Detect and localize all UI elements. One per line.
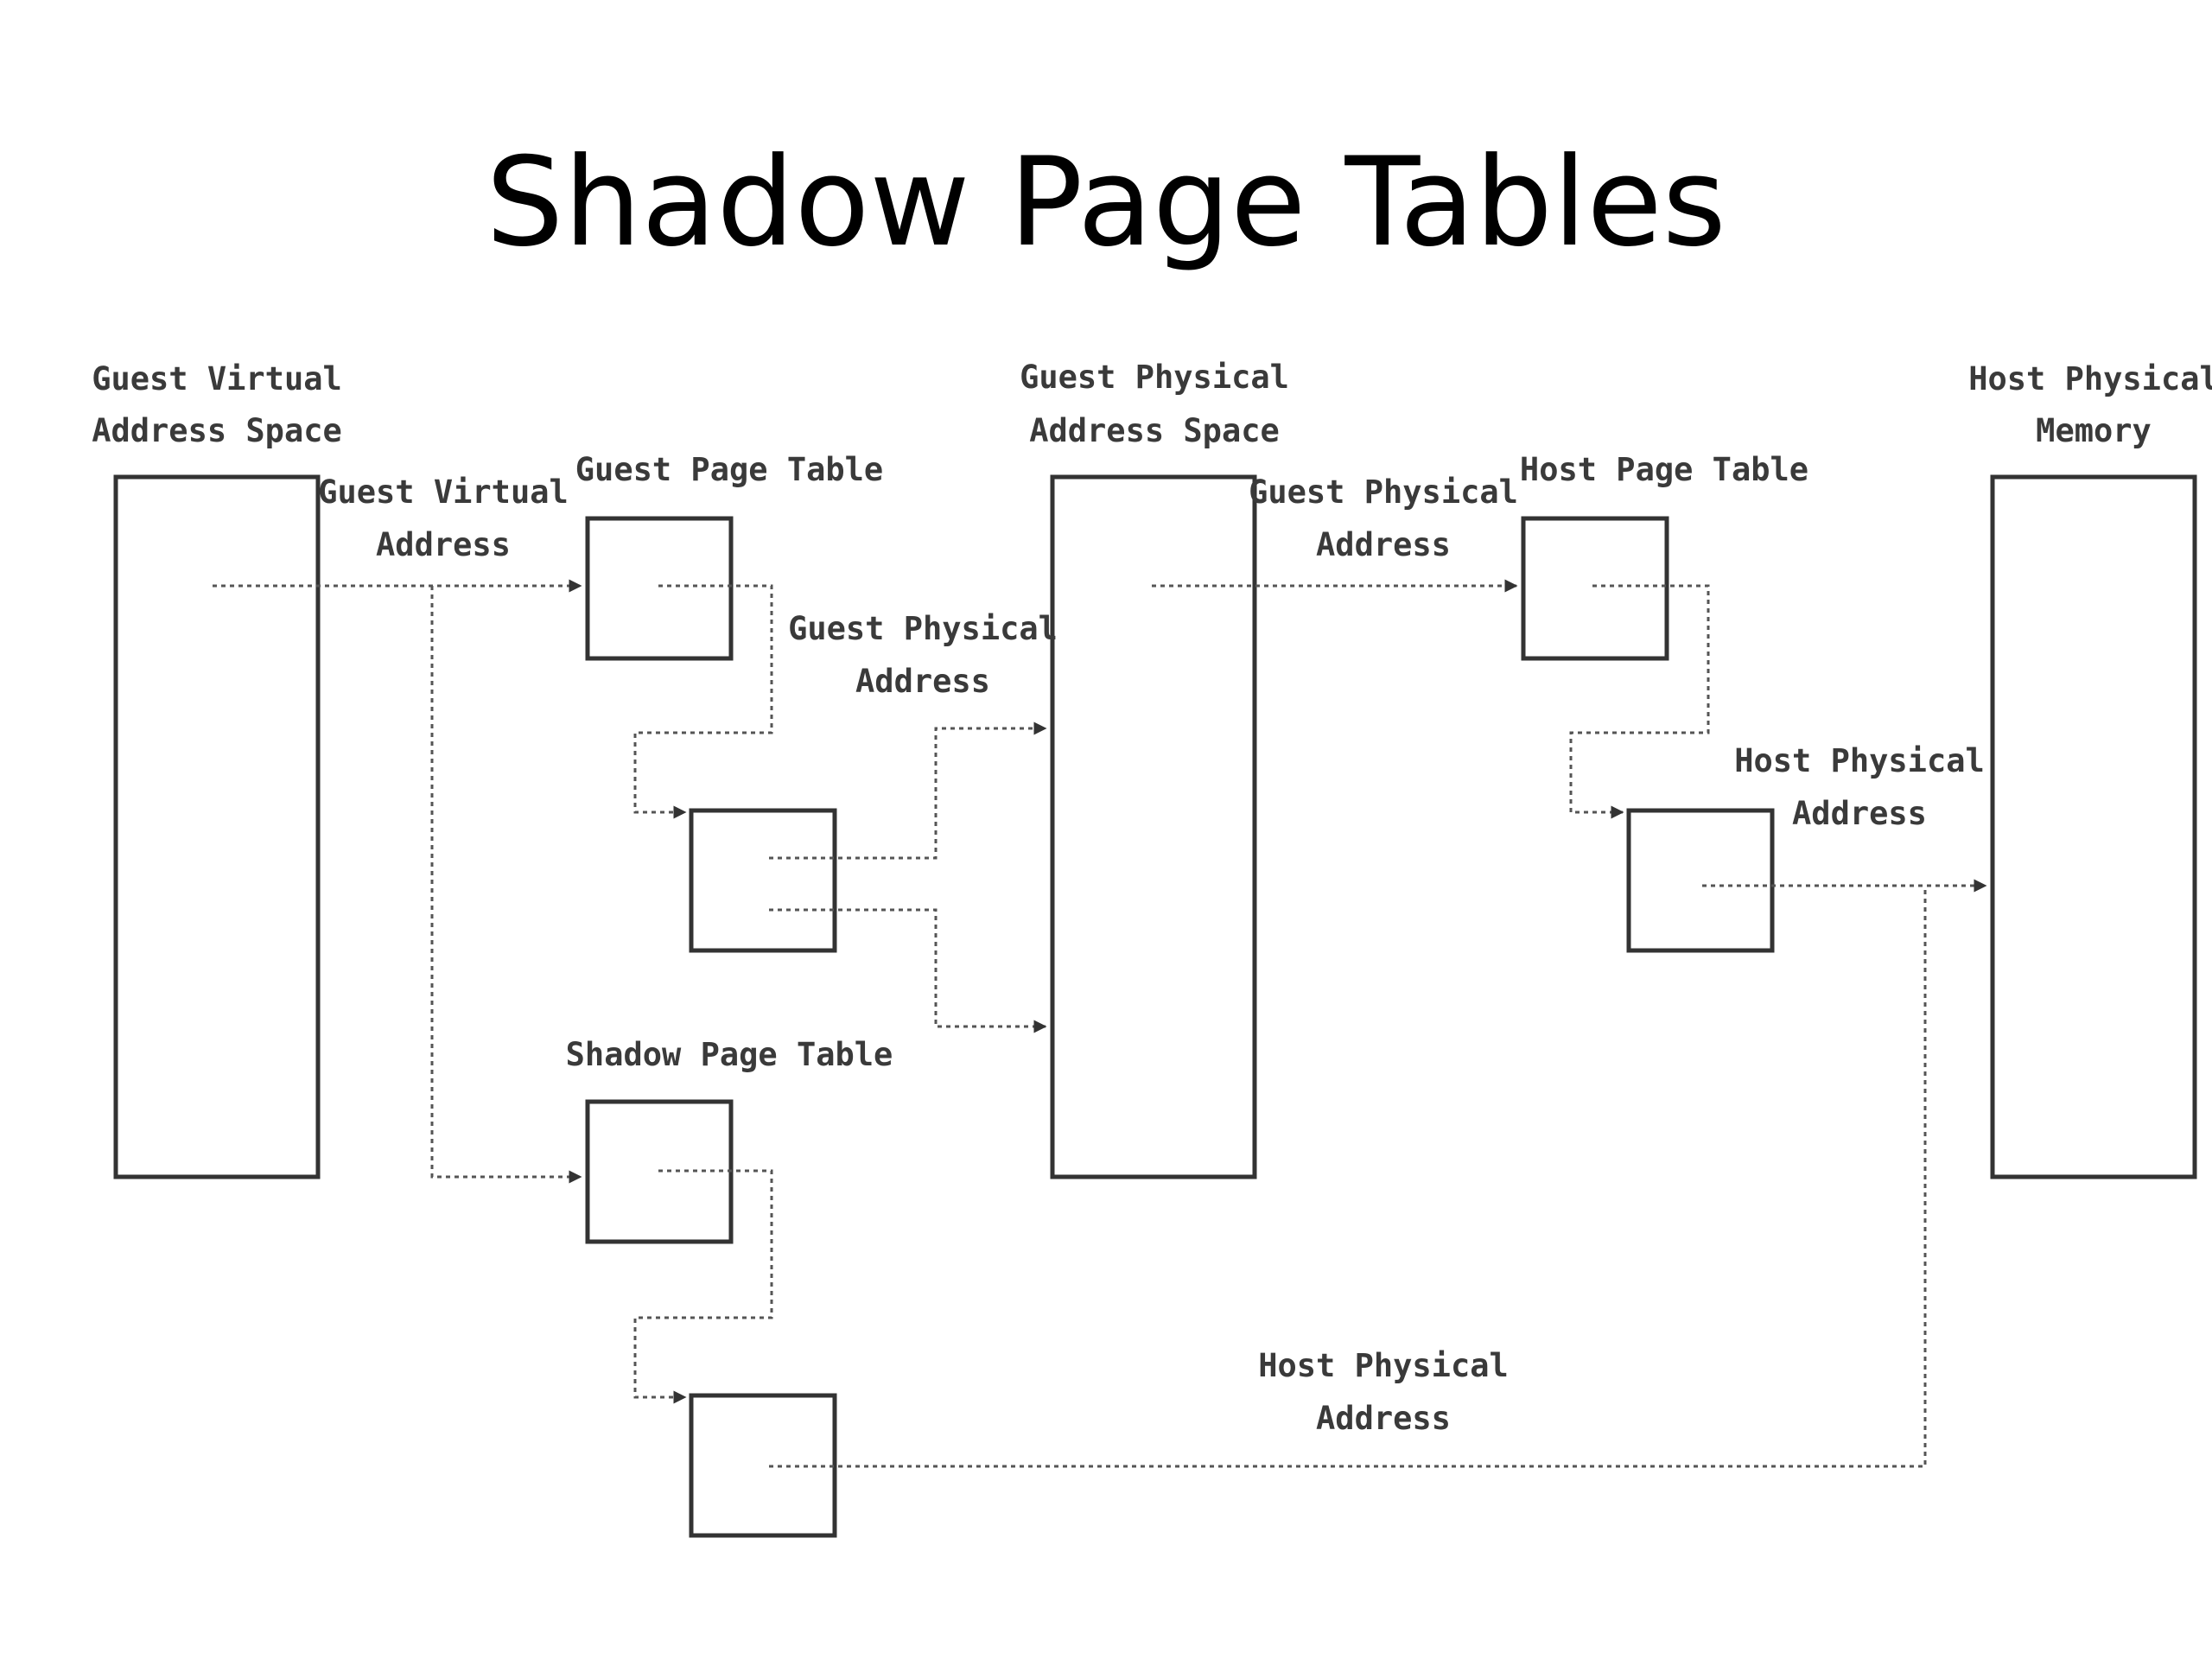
guest-pt-walk-arrow [633, 584, 773, 819]
guest-virtual-address-space-box [113, 474, 321, 1179]
svg-text:Memory: Memory [2036, 412, 2152, 449]
guest-virtual-address-label: Guest Virtual Address [318, 474, 569, 563]
host-physical-address-right-label: Host Physical Address [1734, 742, 1985, 832]
host-pt-walk-arrow [1569, 584, 1710, 819]
guest-physical-address-left-label: Guest Physical Address [788, 610, 1058, 700]
host-physical-memory-label: Host Physical Memory [1968, 360, 2212, 449]
svg-text:Address: Address [1792, 795, 1927, 832]
guest-page-table-level2-box [689, 808, 837, 953]
shadow-page-table-level2-box [689, 1393, 837, 1538]
svg-text:Address Space: Address Space [92, 412, 342, 449]
svg-text:Address: Address [1316, 526, 1451, 563]
guest-physical-address-space-box [1050, 474, 1257, 1179]
svg-text:Address Space: Address Space [1029, 412, 1280, 449]
svg-text:Guest Virtual: Guest Virtual [318, 474, 569, 511]
slide-title: Shadow Page Tables [486, 131, 1726, 274]
svg-text:Guest Virtual: Guest Virtual [92, 360, 342, 397]
guest-physical-address-space-label: Guest Physical Address Space [1020, 359, 1289, 449]
svg-text:Address: Address [1316, 1400, 1451, 1437]
svg-text:Host Physical: Host Physical [1968, 360, 2212, 397]
host-physical-address-bottom-label: Host Physical Address [1258, 1347, 1509, 1437]
guest-pt-to-gpa-lower-arrow [769, 908, 1047, 1033]
host-page-table-label: Host Page Table [1520, 451, 1808, 488]
svg-text:Guest Physical: Guest Physical [1020, 359, 1289, 396]
svg-text:Guest Physical: Guest Physical [788, 610, 1058, 647]
guest-virtual-address-space-label: Guest Virtual Address Space [92, 360, 342, 449]
shadow-pt-walk-arrow [633, 1169, 773, 1404]
host-page-table-level2-box [1626, 808, 1775, 953]
gva-to-shadow-page-table-arrow [430, 586, 582, 1184]
guest-physical-address-right-label: Guest Physical Address [1249, 474, 1518, 563]
svg-text:Address: Address [855, 663, 990, 700]
svg-text:Host Physical: Host Physical [1258, 1347, 1509, 1384]
host-page-table-level1-box [1521, 516, 1669, 661]
shadow-page-table-label: Shadow Page Table [566, 1036, 893, 1073]
svg-text:Address: Address [376, 526, 511, 563]
svg-text:Guest Physical: Guest Physical [1249, 474, 1518, 511]
host-physical-memory-box [1990, 474, 2197, 1179]
guest-page-table-label: Guest Page Table [575, 451, 883, 488]
svg-text:Host Physical: Host Physical [1734, 742, 1985, 779]
guest-page-table-level1-box [585, 516, 734, 661]
